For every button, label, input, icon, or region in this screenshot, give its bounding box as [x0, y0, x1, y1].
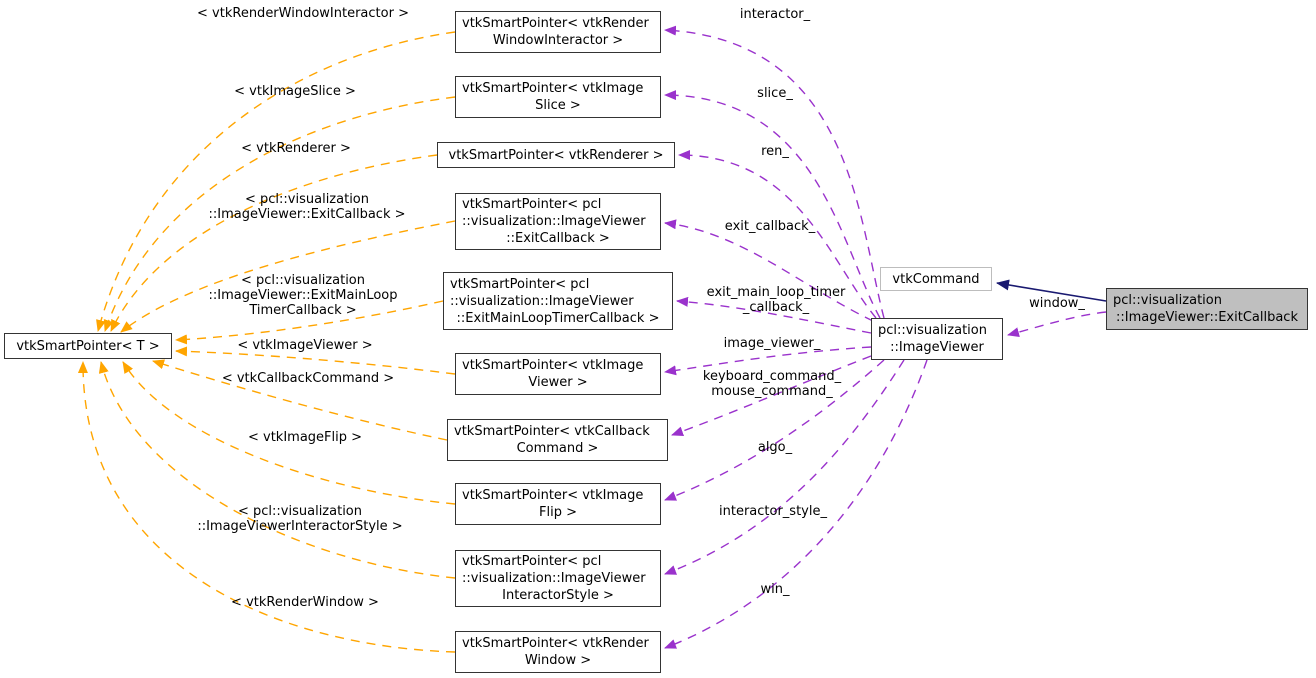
edge-member-win: [664, 359, 928, 649]
node-label: vtkSmartPointer< vtkImage: [462, 358, 644, 373]
edge-template-imageviewerinteractorstyle: [98, 361, 456, 579]
node-label: vtkSmartPointer< pcl: [462, 197, 602, 212]
node-label: vtkSmartPointer< vtkRender: [462, 636, 649, 651]
edge-member-algo: [664, 359, 885, 501]
node-label: vtkSmartPointer< vtkRenderer >: [448, 147, 664, 163]
node-label: vtkSmartPointer< pcl: [462, 554, 602, 569]
node-pcl-visualization-imageviewer[interactable]: pcl::visualization ::ImageViewer: [871, 318, 1003, 360]
template-arg-label-exitcallback: < pcl::visualization ::ImageViewer::Exit…: [208, 192, 406, 222]
node-pcl-visualization-imageviewer-exitcallback-selected[interactable]: pcl::visualization ::ImageViewer::ExitCa…: [1106, 288, 1308, 330]
member-edge-label-ren: ren_: [761, 144, 789, 159]
node-label: vtkCommand: [892, 271, 980, 287]
node-vtksmartpointer-imageviewer-exitcallback[interactable]: vtkSmartPointer< pcl ::visualization::Im…: [455, 193, 661, 250]
node-label: InteractorStyle >: [502, 588, 614, 603]
edge-template-callbackcommand: [152, 359, 448, 441]
template-arg-label-imageviewer: < vtkImageViewer >: [237, 338, 373, 353]
node-label: ::visualization::ImageViewer: [462, 571, 646, 586]
node-label: Viewer >: [528, 375, 588, 390]
edge-template-imageflip: [122, 361, 456, 505]
node-vtksmartpointer-renderwindow[interactable]: vtkSmartPointer< vtkRender Window >: [455, 631, 661, 673]
member-edge-label-interactor: interactor_: [739, 7, 811, 22]
edge-template-exitmainlooptimercallback: [175, 300, 444, 345]
edge-member-exit-callback: [664, 219, 874, 322]
member-edge-label-interactor-style: interactor_style_: [719, 504, 827, 519]
edge-template-renderer: [110, 154, 438, 332]
edge-template-imageviewer: [175, 346, 456, 375]
node-label: ::visualization::ImageViewer: [462, 214, 646, 229]
node-vtksmartpointer-imageviewerinteractorstyle[interactable]: vtkSmartPointer< pcl ::visualization::Im…: [455, 550, 661, 607]
template-arg-label-renderer: < vtkRenderer >: [241, 141, 351, 156]
edge-member-interactor-style: [664, 359, 905, 575]
node-label: WindowInteractor >: [492, 33, 624, 48]
node-label: Flip >: [539, 505, 577, 520]
node-label: ::visualization::ImageViewer: [450, 293, 634, 309]
node-label: pcl::visualization: [878, 323, 987, 338]
edge-inheritance-vtkcommand: [996, 279, 1107, 302]
node-vtksmartpointer-t[interactable]: vtkSmartPointer< T >: [4, 333, 172, 359]
member-edge-label-image-viewer: image_viewer_: [723, 336, 821, 351]
node-label: vtkSmartPointer< pcl: [450, 276, 590, 292]
node-label: Slice >: [535, 98, 581, 113]
node-vtksmartpointer-imageviewer[interactable]: vtkSmartPointer< vtkImage Viewer >: [455, 353, 661, 395]
edge-member-keyboard-mouse-command: [671, 355, 872, 436]
node-vtksmartpointer-renderwindowinteractor[interactable]: vtkSmartPointer< vtkRender WindowInterac…: [455, 11, 661, 53]
edge-member-interactor: [664, 25, 885, 319]
template-arg-label-exitmainlooptimercallback: < pcl::visualization ::ImageViewer::Exit…: [208, 273, 398, 318]
node-label: Command >: [516, 441, 599, 456]
edge-member-slice: [664, 90, 881, 319]
edge-member-image-viewer: [664, 346, 872, 376]
node-label: vtkSmartPointer< T >: [16, 338, 160, 354]
node-label: ::ImageViewer: [890, 340, 984, 355]
edge-member-exit-main-loop-timer-callback: [676, 296, 872, 334]
node-vtksmartpointer-renderer[interactable]: vtkSmartPointer< vtkRenderer >: [437, 142, 675, 168]
node-vtkcommand[interactable]: vtkCommand: [880, 267, 992, 291]
edge-template-renderwindow: [77, 361, 456, 653]
member-edge-label-window: window_: [1029, 296, 1085, 311]
template-arg-label-imageflip: < vtkImageFlip >: [247, 430, 363, 445]
template-arg-label-callbackcommand: < vtkCallbackCommand >: [221, 371, 395, 386]
node-label: vtkSmartPointer< vtkImage: [462, 488, 644, 503]
node-label: pcl::visualization: [1113, 293, 1222, 308]
edge-member-window: [1007, 311, 1107, 338]
node-label: vtkSmartPointer< vtkRender: [462, 16, 649, 31]
member-edge-label-slice: slice_: [757, 86, 793, 101]
node-label: ::ImageViewer::ExitCallback: [1116, 310, 1298, 325]
node-label: vtkSmartPointer< vtkCallback: [454, 424, 650, 439]
template-arg-label-renderwindowinteractor: < vtkRenderWindowInteractor >: [197, 6, 409, 21]
edge-template-exitcallback: [120, 220, 456, 333]
template-arg-label-imageviewerinteractorstyle: < pcl::visualization ::ImageViewerIntera…: [197, 504, 403, 534]
member-edge-label-win: win_: [760, 582, 790, 597]
member-edge-label-algo: algo_: [757, 440, 793, 455]
edge-template-renderwindowinteractor: [96, 31, 456, 332]
node-label: ::ExitCallback >: [506, 231, 610, 246]
node-vtksmartpointer-exitmainlooptimercallback[interactable]: vtkSmartPointer< pcl ::visualization::Im…: [443, 272, 673, 330]
edge-member-ren: [678, 150, 877, 319]
node-vtksmartpointer-callbackcommand[interactable]: vtkSmartPointer< vtkCallback Command >: [447, 419, 668, 461]
node-vtksmartpointer-imageflip[interactable]: vtkSmartPointer< vtkImage Flip >: [455, 483, 661, 525]
member-edge-label-exit-main-loop-timer-callback: exit_main_loop_timer _callback_: [706, 285, 846, 315]
template-arg-label-imageslice: < vtkImageSlice >: [234, 84, 356, 99]
node-vtksmartpointer-imageslice[interactable]: vtkSmartPointer< vtkImage Slice >: [455, 76, 661, 118]
node-label: ::ExitMainLoopTimerCallback >: [456, 310, 660, 326]
member-edge-label-exit-callback: exit_callback_: [724, 219, 816, 234]
template-arg-label-renderwindow: < vtkRenderWindow >: [231, 595, 379, 610]
node-label: vtkSmartPointer< vtkImage: [462, 81, 644, 96]
member-edge-label-keyboard-mouse-command: keyboard_command_ mouse_command_: [702, 369, 842, 399]
node-label: Window >: [524, 653, 592, 668]
